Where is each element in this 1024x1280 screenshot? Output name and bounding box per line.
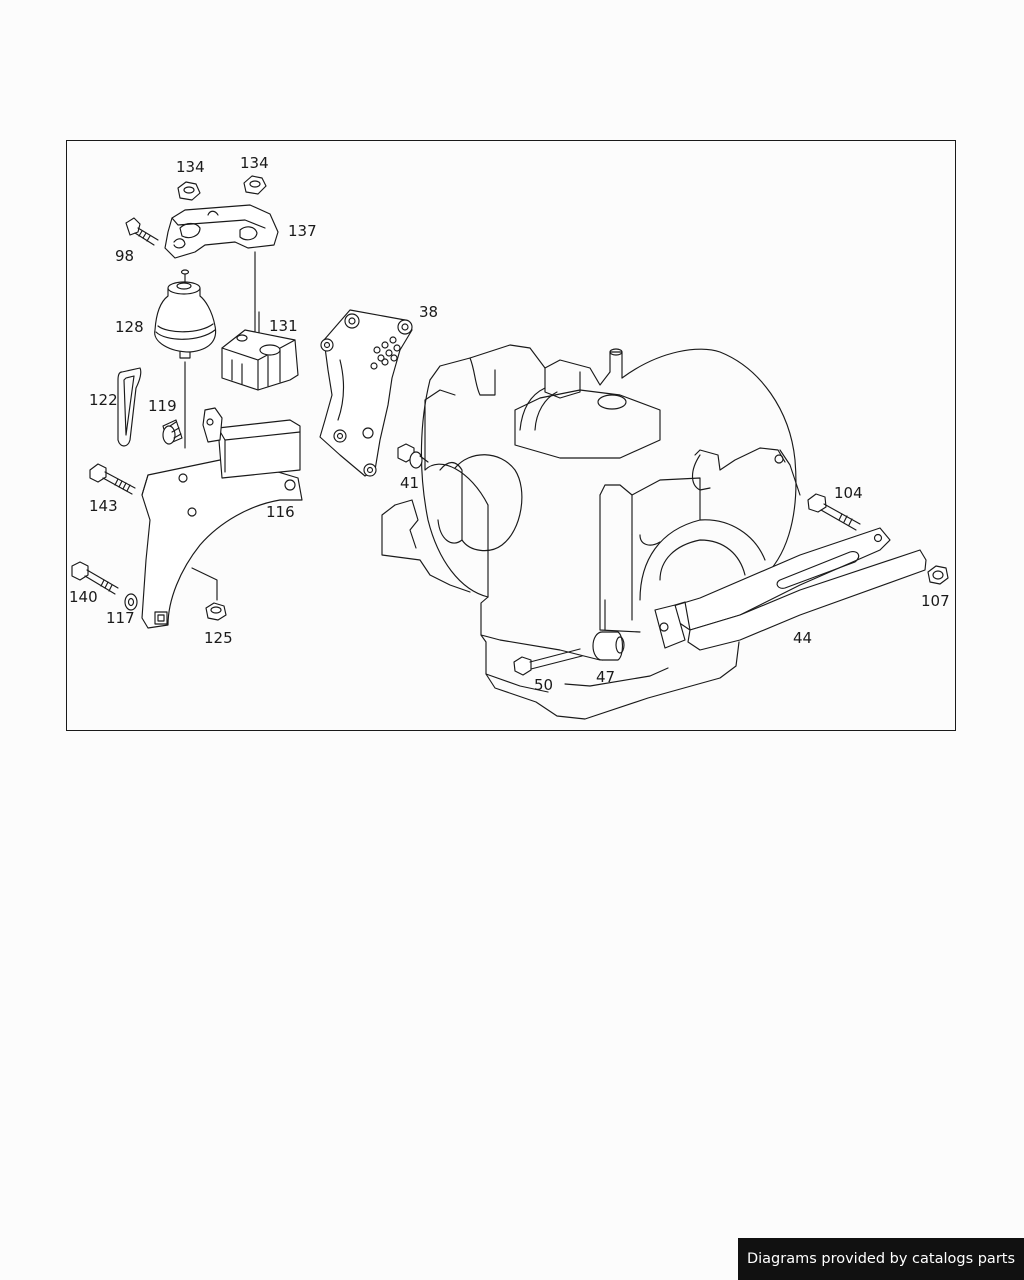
diagram-frame xyxy=(66,140,956,731)
cross-member-44 xyxy=(654,527,927,651)
callout-119: 119 xyxy=(148,397,177,415)
nut-134-left xyxy=(177,181,201,201)
mount-block-131 xyxy=(221,311,299,391)
callout-143: 143 xyxy=(89,497,118,515)
callout-131: 131 xyxy=(269,317,298,335)
callout-labels: 134 134 98 137 128 131 38 122 119 143 11… xyxy=(69,154,950,694)
callout-140: 140 xyxy=(69,588,98,606)
credit-banner: Diagrams provided by catalogs parts xyxy=(738,1238,1024,1280)
callout-44: 44 xyxy=(793,629,812,647)
bolt-104 xyxy=(807,493,861,531)
bolt-50 xyxy=(513,648,583,676)
engine-mount-128 xyxy=(154,269,217,359)
bushing-47 xyxy=(592,631,625,661)
sleeve-119 xyxy=(162,419,183,445)
washer-117 xyxy=(124,593,138,611)
callout-117: 117 xyxy=(106,609,135,627)
bolt-143 xyxy=(89,463,136,495)
bolt-98 xyxy=(125,217,159,246)
bracket-plate-38 xyxy=(319,309,413,477)
callout-47: 47 xyxy=(596,668,615,686)
upper-bracket-137 xyxy=(164,204,279,259)
callout-134-right: 134 xyxy=(240,154,269,172)
callout-50: 50 xyxy=(534,676,553,694)
callout-125: 125 xyxy=(204,629,233,647)
callout-104: 104 xyxy=(834,484,863,502)
support-bracket-116 xyxy=(141,407,303,629)
callout-116: 116 xyxy=(266,503,295,521)
callout-107: 107 xyxy=(921,592,950,610)
callout-38: 38 xyxy=(419,303,438,321)
strap-122 xyxy=(117,367,142,447)
callout-134-left: 134 xyxy=(176,158,205,176)
callout-137: 137 xyxy=(288,222,317,240)
nut-134-right xyxy=(243,175,267,195)
callout-122: 122 xyxy=(89,391,118,409)
bolt-41 xyxy=(397,443,429,469)
transmission-housing xyxy=(381,344,801,720)
nut-125 xyxy=(205,602,227,621)
callout-98: 98 xyxy=(115,247,134,265)
callout-41: 41 xyxy=(400,474,419,492)
bolt-140 xyxy=(71,561,119,595)
nut-107 xyxy=(927,565,949,585)
callout-128: 128 xyxy=(115,318,144,336)
